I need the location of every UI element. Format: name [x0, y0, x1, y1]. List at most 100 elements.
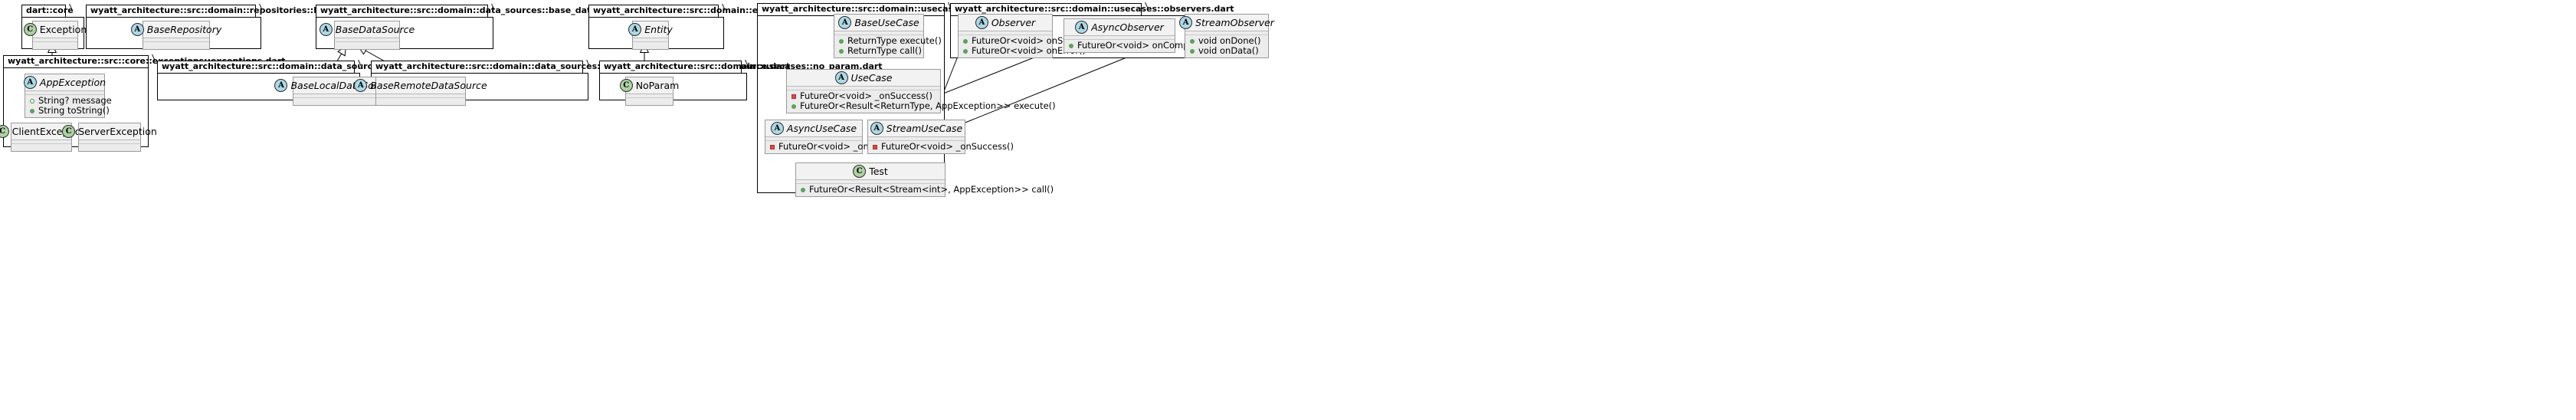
- class-header: A BaseUseCase: [834, 15, 923, 31]
- class-base-data-source[interactable]: A BaseDataSource: [319, 21, 415, 50]
- class-members: ReturnType execute() ReturnType call(): [834, 35, 942, 57]
- class-members: [626, 98, 673, 105]
- package-observers: wyatt_architecture::src::domain::usecase…: [950, 3, 1274, 58]
- class-member: FutureOr<Result<Stream<int>, AppExceptio…: [796, 185, 1054, 195]
- package-tab-label: wyatt_architecture::src::core::exception…: [3, 55, 286, 67]
- class-stereotype-icon: A: [628, 23, 642, 36]
- visibility-public-icon: [963, 48, 968, 54]
- class-separator: [834, 31, 923, 35]
- package-name: dart::core: [26, 5, 74, 15]
- member-label: FutureOr<Result<ReturnType, AppException…: [800, 100, 1056, 111]
- class-header: A Observer: [959, 15, 1052, 31]
- class-name: AsyncObserver: [1091, 21, 1164, 33]
- class-members: FutureOr<Result<Stream<int>, AppExceptio…: [796, 184, 1054, 196]
- class-name: BaseRepository: [146, 23, 222, 35]
- class-name: BaseDataSource: [335, 23, 415, 35]
- member-label: FutureOr<Result<Stream<int>, AppExceptio…: [809, 184, 1054, 195]
- class-exception[interactable]: C Exception: [23, 21, 87, 50]
- visibility-public-icon: [963, 38, 968, 44]
- member-label: void onDone(): [1198, 35, 1261, 46]
- class-separator: [143, 38, 209, 42]
- class-members: [293, 98, 376, 105]
- visibility-public-icon: [791, 103, 796, 109]
- class-member: FutureOr<void> _onSuccess(): [765, 142, 911, 152]
- class-members: FutureOr<void> _onSuccess(): [868, 141, 1014, 153]
- class-members: FutureOr<void> onComplete(): [1064, 40, 1212, 52]
- class-base-remote-data-source[interactable]: A BaseRemoteDataSource: [354, 77, 487, 106]
- class-header: A BaseRepository: [130, 21, 221, 38]
- member-label: void onData(): [1198, 45, 1259, 56]
- class-header: A AsyncObserver: [1064, 19, 1175, 36]
- class-members: [143, 42, 209, 49]
- class-base-use-case[interactable]: A BaseUseCase ReturnType execute() Retur…: [834, 14, 942, 58]
- visibility-private-icon: [791, 94, 796, 99]
- folder-fold-icon: [353, 60, 361, 74]
- class-header: A BaseDataSource: [319, 21, 415, 38]
- package-entity: wyatt_architecture::src::domain::entitie…: [588, 5, 846, 50]
- visibility-public-icon: [30, 108, 34, 113]
- package-no-param: wyatt_architecture::src::domain::usecase…: [599, 60, 883, 106]
- visibility-public-icon: [839, 48, 844, 54]
- class-name: UseCase: [850, 71, 893, 84]
- class-stereotype-icon: C: [23, 23, 37, 36]
- class-name: BaseUseCase: [854, 16, 919, 28]
- class-header: A AsyncUseCase: [765, 120, 862, 137]
- class-separator: [626, 94, 673, 98]
- class-header: A BaseLocalDataSource: [274, 77, 395, 94]
- package-base-local-data-source: wyatt_architecture::src::domain::data_so…: [157, 61, 552, 106]
- member-label: String? message: [38, 95, 112, 106]
- class-base-repository[interactable]: A BaseRepository: [130, 21, 221, 50]
- class-test[interactable]: C Test FutureOr<Result<Stream<int>, AppE…: [795, 162, 1054, 197]
- package-tab-label: wyatt_architecture::src::domain::reposit…: [86, 5, 411, 17]
- member-label: FutureOr<void> onStart(): [972, 35, 1086, 46]
- class-entity[interactable]: A Entity: [628, 21, 673, 50]
- class-app-exception[interactable]: A AppException String? message String to…: [23, 74, 112, 118]
- package-base-repository: wyatt_architecture::src::domain::reposit…: [86, 5, 411, 50]
- class-separator: [796, 180, 945, 184]
- class-member: ReturnType execute(): [834, 36, 942, 46]
- class-no-param[interactable]: C NoParam: [619, 77, 679, 106]
- package-tab-label: wyatt_architecture::src::domain::data_so…: [157, 61, 552, 73]
- visibility-public-icon: [1069, 43, 1073, 48]
- class-members: void onDone() void onData(): [1185, 35, 1268, 57]
- class-name: ClientException: [11, 125, 87, 137]
- class-name: NoParam: [635, 79, 680, 91]
- class-member: FutureOr<void> onStart(): [959, 36, 1086, 46]
- package-tab-label: wyatt_architecture::src::domain::data_so…: [316, 5, 656, 17]
- class-async-use-case[interactable]: A AsyncUseCase FutureOr<void> _onSuccess…: [765, 120, 911, 154]
- class-use-case[interactable]: A UseCase FutureOr<void> _onSuccess() Fu…: [786, 69, 1056, 113]
- class-name: Entity: [644, 23, 673, 35]
- class-observer[interactable]: A Observer FutureOr<void> onStart() Futu…: [958, 14, 1086, 58]
- class-members: [335, 42, 399, 49]
- class-header: C NoParam: [619, 77, 679, 94]
- class-async-observer[interactable]: A AsyncObserver FutureOr<void> onComplet…: [1064, 18, 1212, 53]
- folder-fold-icon: [740, 60, 748, 74]
- member-label: FutureOr<void> onComplete(): [1077, 40, 1213, 51]
- class-stereotype-icon: A: [838, 16, 852, 29]
- class-stereotype-icon: C: [0, 125, 9, 138]
- class-header: A StreamUseCase: [868, 120, 965, 137]
- package-exceptions: wyatt_architecture::src::core::exception…: [0, 55, 286, 152]
- class-separator: [1064, 36, 1175, 40]
- class-member: FutureOr<Result<ReturnType, AppException…: [787, 101, 1056, 111]
- package-base-data-source: wyatt_architecture::src::domain::data_so…: [316, 5, 656, 50]
- class-stream-use-case[interactable]: A StreamUseCase FutureOr<void> _onSucces…: [867, 120, 1014, 154]
- class-member: ReturnType call(): [834, 46, 923, 56]
- visibility-public-icon: [1190, 38, 1195, 44]
- package-tab-label: dart::core: [21, 5, 74, 17]
- class-name: Exception: [39, 23, 87, 35]
- package-dart-core: dart::core C Exception: [21, 5, 87, 50]
- folder-fold-icon: [147, 54, 155, 68]
- class-header: C Exception: [23, 21, 87, 38]
- class-member: FutureOr<void> _onSuccess(): [868, 142, 1014, 152]
- class-separator: [33, 38, 77, 42]
- class-separator: [79, 140, 140, 144]
- member-label: ReturnType execute(): [847, 35, 942, 46]
- class-header: C Test: [796, 163, 945, 180]
- class-name: Observer: [991, 16, 1036, 28]
- class-members: [79, 144, 140, 151]
- class-stereotype-icon: A: [1179, 16, 1193, 29]
- class-stream-observer[interactable]: A StreamObserver void onDone() void onDa…: [1179, 14, 1274, 58]
- class-server-exception[interactable]: C ServerException: [62, 123, 157, 152]
